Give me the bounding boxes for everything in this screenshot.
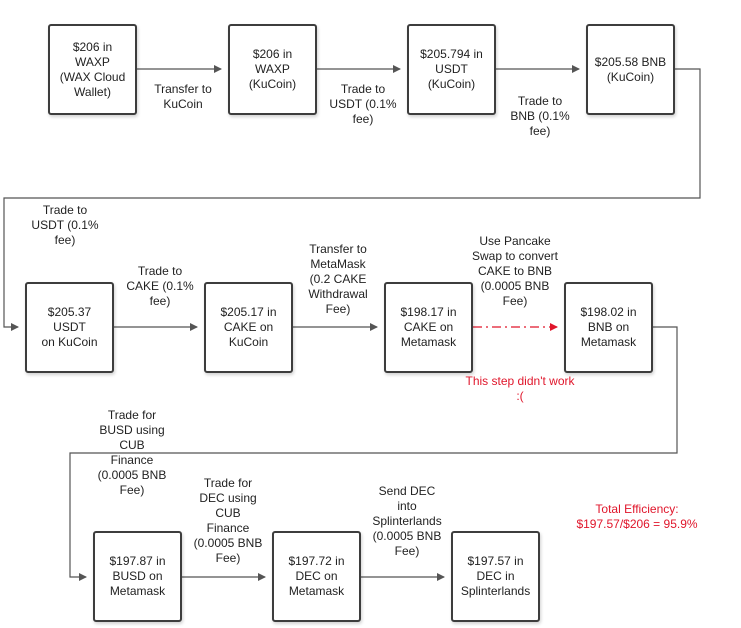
edge-label-send-dec: Send DEC into Splinterlands (0.0005 BNB … <box>372 484 442 558</box>
node-waxp-kucoin: $206 in WAXP (KuCoin) <box>228 24 317 115</box>
edge-label-trade-for-busd: Trade for BUSD using CUB Finance (0.0005… <box>97 408 167 497</box>
edge-label-trade-to-bnb: Trade to BNB (0.1% fee) <box>510 94 570 138</box>
node-usdt-kucoin: $205.794 in USDT (KuCoin) <box>407 24 496 115</box>
node-dec-metamask: $197.72 in DEC on Metamask <box>272 531 361 622</box>
edge-label-trade-to-usdt-2: Trade to USDT (0.1% fee) <box>31 203 99 247</box>
arrow-bnb-to-busd <box>69 326 678 581</box>
node-usdt-kucoin-2: $205.37 USDT on KuCoin <box>25 282 114 373</box>
total-efficiency-note: Total Efficiency: $197.57/$206 = 95.9% <box>576 502 698 531</box>
node-cake-kucoin: $205.17 in CAKE on KuCoin <box>204 282 293 373</box>
node-bnb-metamask: $198.02 in BNB on Metamask <box>564 282 653 373</box>
edge-label-trade-to-usdt: Trade to USDT (0.1% fee) <box>329 82 397 126</box>
node-dec-splinterlands: $197.57 in DEC in Splinterlands <box>451 531 540 622</box>
node-bnb-kucoin: $205.58 BNB (KuCoin) <box>586 24 675 115</box>
edge-label-trade-for-dec: Trade for DEC using CUB Finance (0.0005 … <box>193 476 263 565</box>
edge-label-transfer-to-metamask: Transfer to MetaMask (0.2 CAKE Withdrawa… <box>308 242 368 316</box>
node-cake-metamask: $198.17 in CAKE on Metamask <box>384 282 473 373</box>
edge-label-transfer-to-kucoin: Transfer to KuCoin <box>154 82 212 111</box>
node-waxp-wallet: $206 in WAXP (WAX Cloud Wallet) <box>48 24 137 115</box>
edge-label-trade-to-cake: Trade to CAKE (0.1% fee) <box>126 264 194 308</box>
failed-step-note: This step didn't work :( <box>465 374 575 403</box>
arrow-bnb-to-usdt-row2 <box>3 68 701 331</box>
edge-label-pancake-swap: Use Pancake Swap to convert CAKE to BNB … <box>471 234 559 308</box>
node-busd-metamask: $197.87 in BUSD on Metamask <box>93 531 182 622</box>
